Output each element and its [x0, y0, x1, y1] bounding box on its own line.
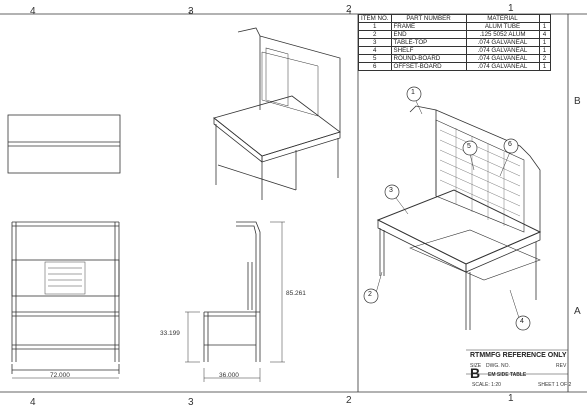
- zone-bottom-1: 1: [508, 393, 514, 404]
- bom-row: 2 END .125 5052 ALUM 4: [358, 30, 551, 39]
- top-view: [7, 114, 121, 174]
- balloon-label-6: 6: [508, 141, 512, 148]
- bill-of-materials: ITEM NO. PART NUMBER MATERIAL 1 FRAME AL…: [358, 14, 551, 71]
- zone-top-2: 2: [346, 4, 352, 15]
- title-block: [466, 349, 568, 375]
- balloon-label-4: 4: [520, 318, 524, 325]
- zone-top-3: 3: [188, 6, 194, 17]
- front-view: [11, 221, 120, 374]
- title-block-title: EM SIDE TABLE: [488, 372, 527, 378]
- bom-header-row: ITEM NO. PART NUMBER MATERIAL: [358, 14, 551, 23]
- zone-top-1: 1: [508, 3, 514, 14]
- balloon-circle-2: [363, 288, 379, 304]
- bom-row: 1 FRAME ALUM TUBE 1: [358, 22, 551, 31]
- bom-part: OFFSET-BOARD: [390, 62, 467, 71]
- bom-row: 5 ROUND-BOARD .074 GALVANEAL 2: [358, 54, 551, 63]
- bom-material: ALUM TUBE: [465, 22, 540, 31]
- title-block-dwg-label: DWG. NO.: [486, 363, 510, 369]
- bom-qty: 1: [538, 22, 551, 31]
- bom-qty: 1: [538, 62, 551, 71]
- title-block-size: B: [470, 365, 481, 381]
- balloon-circle-4: [515, 315, 531, 331]
- bom-item: 3: [358, 38, 392, 47]
- balloon-circle-1: [406, 86, 422, 102]
- bom-material: .074 GALVANEAL: [465, 38, 540, 47]
- bom-part: TABLE-TOP: [390, 38, 467, 47]
- zone-side-b: B: [574, 96, 581, 107]
- iso-view-large: [376, 105, 542, 330]
- title-block-scale: SCALE: 1:20: [472, 382, 501, 388]
- title-block-reference: RTMMFG REFERENCE ONLY: [470, 352, 567, 359]
- title-block-rev-label: REV: [556, 363, 567, 369]
- bom-header-part: PART NUMBER: [390, 14, 467, 23]
- bom-item: 2: [358, 30, 392, 39]
- balloon-label-2: 2: [368, 291, 372, 298]
- bom-part: END: [390, 30, 467, 39]
- zone-bottom-2: 2: [346, 395, 352, 406]
- zone-bottom-3: 3: [188, 397, 194, 408]
- title-block-size-label: SIZE: [470, 363, 482, 369]
- bom-header-qty: [538, 14, 551, 23]
- dim-width: 72.000: [50, 372, 70, 379]
- balloon-circle-5: [462, 140, 478, 156]
- balloon-circle-3: [384, 184, 400, 200]
- bom-qty: 1: [538, 46, 551, 55]
- bom-header-material: MATERIAL: [465, 14, 540, 23]
- bom-row: 6 OFFSET-BOARD .074 GALVANEAL 1: [358, 62, 551, 71]
- bom-item: 6: [358, 62, 392, 71]
- balloon-circle-6: [503, 138, 519, 154]
- bom-item: 1: [358, 22, 392, 31]
- bom-material: .125 5052 ALUM: [465, 30, 540, 39]
- balloon-label-1: 1: [411, 89, 415, 96]
- side-view: [12, 221, 285, 382]
- dim-table-height: 33.199: [160, 330, 180, 337]
- bom-material: .074 GALVANEAL: [465, 46, 540, 55]
- balloon-leaders: [375, 100, 520, 319]
- zone-bottom-4: 4: [30, 397, 36, 408]
- bom-qty: 1: [538, 38, 551, 47]
- bom-qty: 2: [538, 54, 551, 63]
- balloon-label-5: 5: [467, 143, 471, 150]
- bom-row: 4 SHELF .074 GALVANEAL 1: [358, 46, 551, 55]
- bom-row: 3 TABLE-TOP .074 GALVANEAL 1: [358, 38, 551, 47]
- dim-depth: 36.000: [219, 372, 239, 379]
- title-block-sheet: SHEET 1 OF 2: [538, 382, 572, 388]
- zone-top-4: 4: [30, 6, 36, 17]
- bom-part: SHELF: [390, 46, 467, 55]
- bom-qty: 4: [538, 30, 551, 39]
- bom-part: FRAME: [390, 22, 467, 31]
- balloon-group: [363, 86, 531, 331]
- bom-header-item: ITEM NO.: [358, 14, 392, 23]
- iso-view-small: [213, 27, 341, 200]
- dim-height: 85.261: [286, 290, 306, 297]
- pegboard-front: [44, 261, 86, 295]
- bom-material: .074 GALVANEAL: [465, 54, 540, 63]
- bom-part: ROUND-BOARD: [390, 54, 467, 63]
- bom-item: 5: [358, 54, 392, 63]
- balloon-label-3: 3: [389, 187, 393, 194]
- bom-item: 4: [358, 46, 392, 55]
- zone-side-a: A: [574, 306, 581, 317]
- bom-material: .074 GALVANEAL: [465, 62, 540, 71]
